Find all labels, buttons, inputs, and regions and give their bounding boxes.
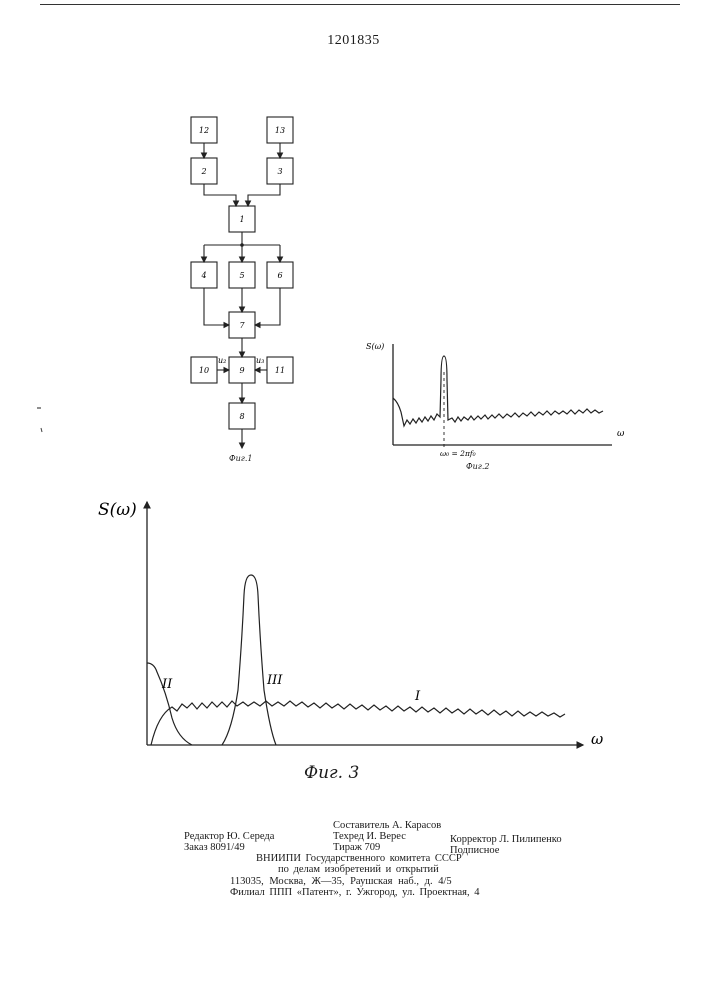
block-11-label: 11 <box>275 366 285 375</box>
signal-u2-label: u₂ <box>218 356 226 365</box>
block-8-label: 8 <box>239 412 244 421</box>
link-2-1 <box>204 184 236 206</box>
fig3-curve-III-label: III <box>266 673 283 688</box>
fig3-curve-I <box>151 701 565 745</box>
link-3-1 <box>248 184 280 206</box>
fig2-peak-marker-label: ω₀ = 2πf₀ <box>440 449 476 458</box>
block-1-label: 1 <box>239 215 244 224</box>
block-12-label: 12 <box>199 126 209 135</box>
signal-u3-label: u₃ <box>256 356 264 365</box>
fig3-curve-II <box>147 663 192 745</box>
block-4-label: 4 <box>200 271 206 280</box>
fig2-x-label: ω <box>617 429 625 439</box>
block-10-label: 10 <box>199 366 209 375</box>
fig2-spectrum-plot: S(ω) ω ω₀ = 2πf₀ <box>366 342 625 458</box>
link-6-7 <box>255 288 280 325</box>
fig2-spectrum-curve <box>393 356 603 426</box>
fig2-caption: Фиг.2 <box>466 462 489 471</box>
fig3-y-label: S(ω) <box>98 500 137 520</box>
block-2-label: 2 <box>200 167 206 176</box>
fig3-curve-III <box>222 575 276 745</box>
fig3-curve-II-label: II <box>161 677 173 692</box>
imprint-institute-line2: по делам изобретений и открытий <box>278 864 439 876</box>
block-5-label: 5 <box>239 271 244 280</box>
block-13-label: 13 <box>275 126 285 135</box>
fig3-caption: Фиг. 3 <box>304 763 359 783</box>
imprint-branch: Филиал ППП «Патент», г. Ужгород, ул. Про… <box>230 887 479 899</box>
fig2-y-label: S(ω) <box>366 342 384 351</box>
fig3-curve-I-label: I <box>414 689 421 704</box>
link-4-7 <box>204 288 229 325</box>
margin-mark <box>41 428 42 432</box>
imprint-order: Заказ 8091/49 <box>184 842 245 854</box>
fig3-x-label: ω <box>591 730 603 748</box>
block-6-label: 6 <box>277 271 282 280</box>
block-3-label: 3 <box>277 167 282 176</box>
block-9-label: 9 <box>239 366 244 375</box>
fig1-caption: Фиг.1 <box>229 454 252 463</box>
fig3-spectra-plot: S(ω) ω II III I <box>98 500 603 748</box>
